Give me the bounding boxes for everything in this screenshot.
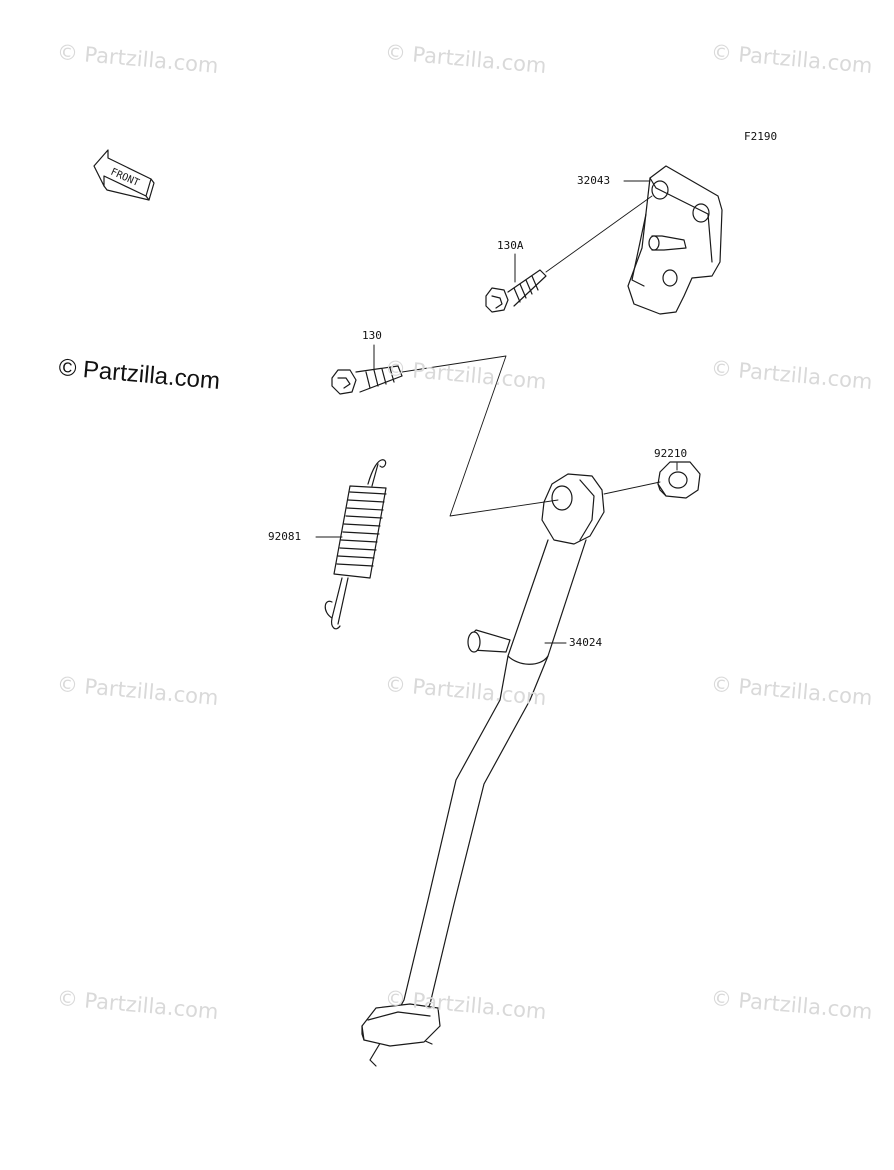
part-number-130a[interactable]: 130A <box>497 239 524 252</box>
stand-to-nut-line <box>603 481 661 495</box>
bolt-130a <box>485 269 547 313</box>
part-number-130[interactable]: 130 <box>362 329 382 342</box>
figure-code: F2190 <box>744 130 778 143</box>
part-number-92081[interactable]: 92081 <box>268 530 302 543</box>
assembly-lines <box>401 195 661 517</box>
bracket-32043 <box>627 165 723 315</box>
nut-92210 <box>657 461 701 499</box>
part-number-92210[interactable]: 92210 <box>654 447 688 460</box>
part-number-34024[interactable]: 34024 <box>569 636 603 649</box>
bolt-130a-to-bracket-line <box>545 195 653 273</box>
leader-lines <box>315 180 678 644</box>
front-arrow-icon: FRONT <box>93 149 155 201</box>
side-stand-34024 <box>361 473 605 1067</box>
part-number-32043[interactable]: 32043 <box>577 174 611 187</box>
spring-92081 <box>324 459 387 630</box>
bolt-130 <box>331 365 403 395</box>
bolt-130-to-stand-line <box>401 355 559 517</box>
